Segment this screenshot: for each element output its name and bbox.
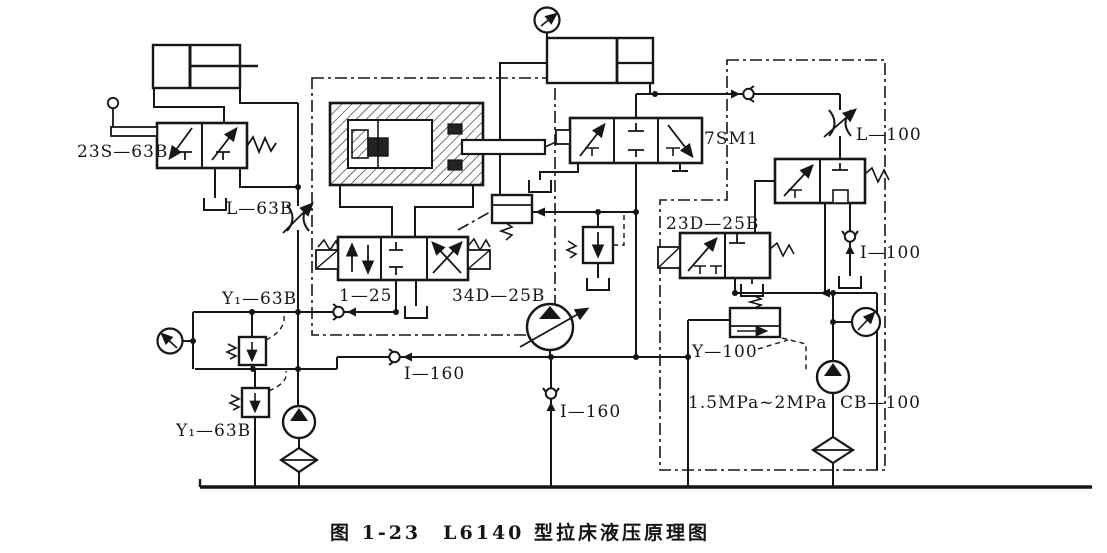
relief-valve-y100 xyxy=(728,295,807,372)
label-23d-25b: 23D—25B xyxy=(666,214,759,234)
throttle-valve-l100 xyxy=(823,108,858,138)
flow-arrow xyxy=(820,288,830,298)
relief-valve-y1-63b-upper xyxy=(225,314,285,367)
tank-icon xyxy=(203,197,227,211)
pump-left xyxy=(281,404,317,440)
label-i160-left: I—160 xyxy=(404,364,465,384)
mechanical-actuator-icon xyxy=(555,129,571,145)
check-valve-i160-mid xyxy=(542,387,560,412)
variable-pump-center xyxy=(519,302,590,352)
spring-icon xyxy=(746,295,764,309)
label-y1-63b-upper: Y₁—63B xyxy=(221,289,297,309)
auxiliary-cylinder-top-left xyxy=(151,43,258,90)
pressure-gauge-top xyxy=(533,6,561,34)
label-y-100: Y—100 xyxy=(691,342,758,362)
piston-rod xyxy=(460,138,547,156)
label-y1-63b-lower: Y₁—63B xyxy=(175,421,251,441)
spring-icon xyxy=(769,241,795,258)
broach-ram-cylinder-section xyxy=(328,101,547,187)
figure-caption: 图 1-23 L6140 型拉床液压原理图 xyxy=(330,521,710,544)
label-l-100: L—100 xyxy=(856,125,922,145)
spring-icon xyxy=(864,166,890,184)
tank-icon xyxy=(838,275,862,289)
throttle-valve-l63b xyxy=(282,202,314,234)
check-valve-1-25 xyxy=(332,303,357,321)
solenoid-icon xyxy=(467,237,491,270)
spring-icon xyxy=(228,394,241,411)
spring-icon xyxy=(498,222,514,241)
label-23s-63b: 23S—63B xyxy=(77,142,168,162)
pilot-valve-7sm1 xyxy=(528,116,704,193)
filter-left xyxy=(279,446,319,474)
label-i160-mid: I—160 xyxy=(560,402,621,422)
pump-unit-boundary xyxy=(659,59,886,471)
label-l-63b: L—63B xyxy=(226,199,293,219)
directional-valve-34d-25b xyxy=(315,235,491,319)
label-1-25: 1—25 xyxy=(339,286,392,306)
component-labels: 23S—63B L—63B Y₁—63B Y₁—63B 1—25 34D—25B… xyxy=(77,125,922,441)
manual-actuator-icon xyxy=(106,96,158,137)
spring-icon xyxy=(225,343,238,360)
tank-icon xyxy=(740,283,764,297)
manual-valve-23s-63b xyxy=(106,96,277,211)
solenoid-icon xyxy=(315,238,339,270)
check-valve-i160-left xyxy=(388,348,413,366)
tank-icon xyxy=(528,179,552,193)
label-cb-100: CB—100 xyxy=(840,393,921,413)
control-cylinder xyxy=(545,36,655,85)
relief-valve-center xyxy=(565,214,625,291)
relief-valve-y1-63b-lower xyxy=(228,370,288,419)
solenoid-valve-23d-25b xyxy=(657,231,795,297)
unloading-valve-right xyxy=(773,157,890,205)
label-i-100: I—100 xyxy=(860,243,921,263)
label-34d-25b: 34D—25B xyxy=(452,286,545,306)
flow-arrow xyxy=(535,207,545,217)
solenoid-icon xyxy=(657,246,681,269)
spring-icon xyxy=(246,135,277,155)
pressure-gauge-right xyxy=(850,306,882,338)
pressure-gauge-left xyxy=(156,327,184,355)
broach-cylinder-unit-boundary xyxy=(311,77,556,336)
spring-icon xyxy=(565,240,578,259)
tank-icon xyxy=(404,305,428,319)
pump-cb100 xyxy=(815,359,851,395)
tank-icon xyxy=(586,277,610,291)
pressure-relay xyxy=(490,193,534,241)
filter-right xyxy=(810,435,856,465)
pilot-linkage-dash xyxy=(457,211,491,231)
junction-dots xyxy=(190,91,836,372)
check-valve-top-right xyxy=(730,85,755,103)
check-valve-i100 xyxy=(841,230,859,255)
label-7sm1: 7SM1 xyxy=(704,129,759,149)
label-pressure-range: 1.5MPa~2MPa xyxy=(688,393,828,413)
